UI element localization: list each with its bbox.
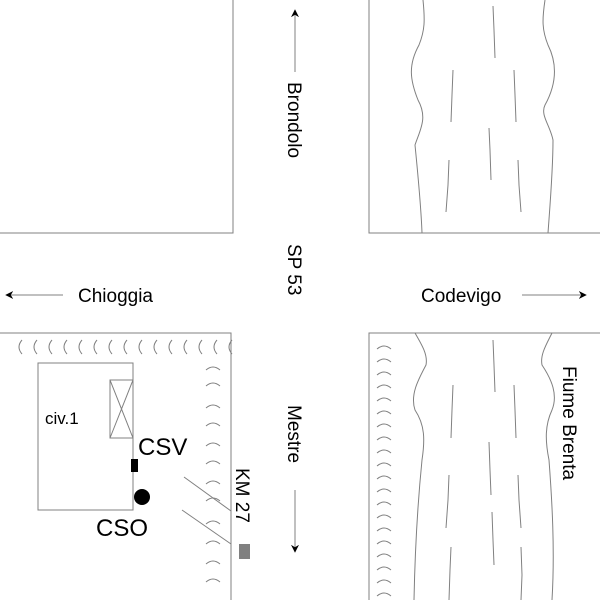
cso-marker <box>134 489 150 505</box>
hatch-mark <box>376 514 392 519</box>
hatch-mark <box>205 460 221 465</box>
hatch-mark <box>108 339 113 355</box>
hatch-mark <box>33 339 38 355</box>
river-south <box>412 332 555 600</box>
hatch-mark <box>376 553 392 558</box>
hatch-mark <box>376 566 392 571</box>
label-river-fiume-brenta: Fiume Brenta <box>558 366 579 480</box>
hatch-mark <box>376 449 392 454</box>
km-marker <box>239 544 250 559</box>
hatch-mark <box>205 560 221 565</box>
stair-symbol <box>109 379 134 439</box>
label-csv: CSV <box>138 434 187 461</box>
label-km27: KM 27 <box>231 468 252 523</box>
hatch-mark <box>376 579 392 584</box>
label-road-sp53: SP 53 <box>283 244 304 295</box>
hatch-mark <box>205 422 221 427</box>
hatch-mark <box>48 339 53 355</box>
hatch-mark <box>78 339 83 355</box>
hatch-mark <box>376 501 392 506</box>
hatch-mark <box>205 578 221 583</box>
block-ne-outline <box>368 0 600 234</box>
hatch-mark <box>376 371 392 376</box>
block-sw-outline <box>0 332 232 600</box>
hatch-mark <box>376 345 392 350</box>
hatch-mark <box>376 436 392 441</box>
hatch-mark <box>123 339 128 355</box>
river-north <box>410 0 555 234</box>
driveway-line-upper <box>183 476 232 512</box>
hatch-mark <box>205 540 221 545</box>
building-civ1 <box>37 362 134 511</box>
driveway-line-lower <box>181 509 232 545</box>
block-se-outline <box>368 332 600 600</box>
hatch-mark <box>376 423 392 428</box>
embankment-hatch-east <box>376 345 392 597</box>
label-north-brondolo: Brondolo <box>283 82 304 158</box>
hatch-mark <box>376 527 392 532</box>
hatch-mark <box>228 339 233 355</box>
embankment-hatch-west-side <box>205 366 221 583</box>
hatch-mark <box>205 382 221 387</box>
csv-marker <box>131 459 138 472</box>
hatch-mark <box>376 384 392 389</box>
hatch-mark <box>183 339 188 355</box>
embankment-hatch-west-top <box>18 339 233 355</box>
hatch-mark <box>153 339 158 355</box>
hatch-mark <box>168 339 173 355</box>
label-west-chioggia: Chioggia <box>78 286 153 307</box>
hatch-mark <box>376 475 392 480</box>
hatch-mark <box>205 366 221 371</box>
label-building-civ1: civ.1 <box>45 409 79 428</box>
hatch-mark <box>376 410 392 415</box>
label-cso: CSO <box>96 515 148 542</box>
hatch-mark <box>205 442 221 447</box>
hatch-mark <box>376 592 392 597</box>
hatch-mark <box>376 488 392 493</box>
hatch-mark <box>93 339 98 355</box>
hatch-mark <box>138 339 143 355</box>
hatch-mark <box>376 462 392 467</box>
hatch-mark <box>18 339 23 355</box>
hatch-mark <box>198 339 203 355</box>
hatch-mark <box>205 404 221 409</box>
hatch-mark <box>376 358 392 363</box>
hatch-mark <box>376 540 392 545</box>
hatch-mark <box>205 480 221 485</box>
hatch-mark <box>376 397 392 402</box>
hatch-mark <box>63 339 68 355</box>
hatch-mark <box>205 520 221 525</box>
block-nw-outline <box>0 0 234 234</box>
label-south-mestre: Mestre <box>283 405 304 463</box>
hatch-mark <box>213 339 218 355</box>
label-east-codevigo: Codevigo <box>421 286 501 307</box>
